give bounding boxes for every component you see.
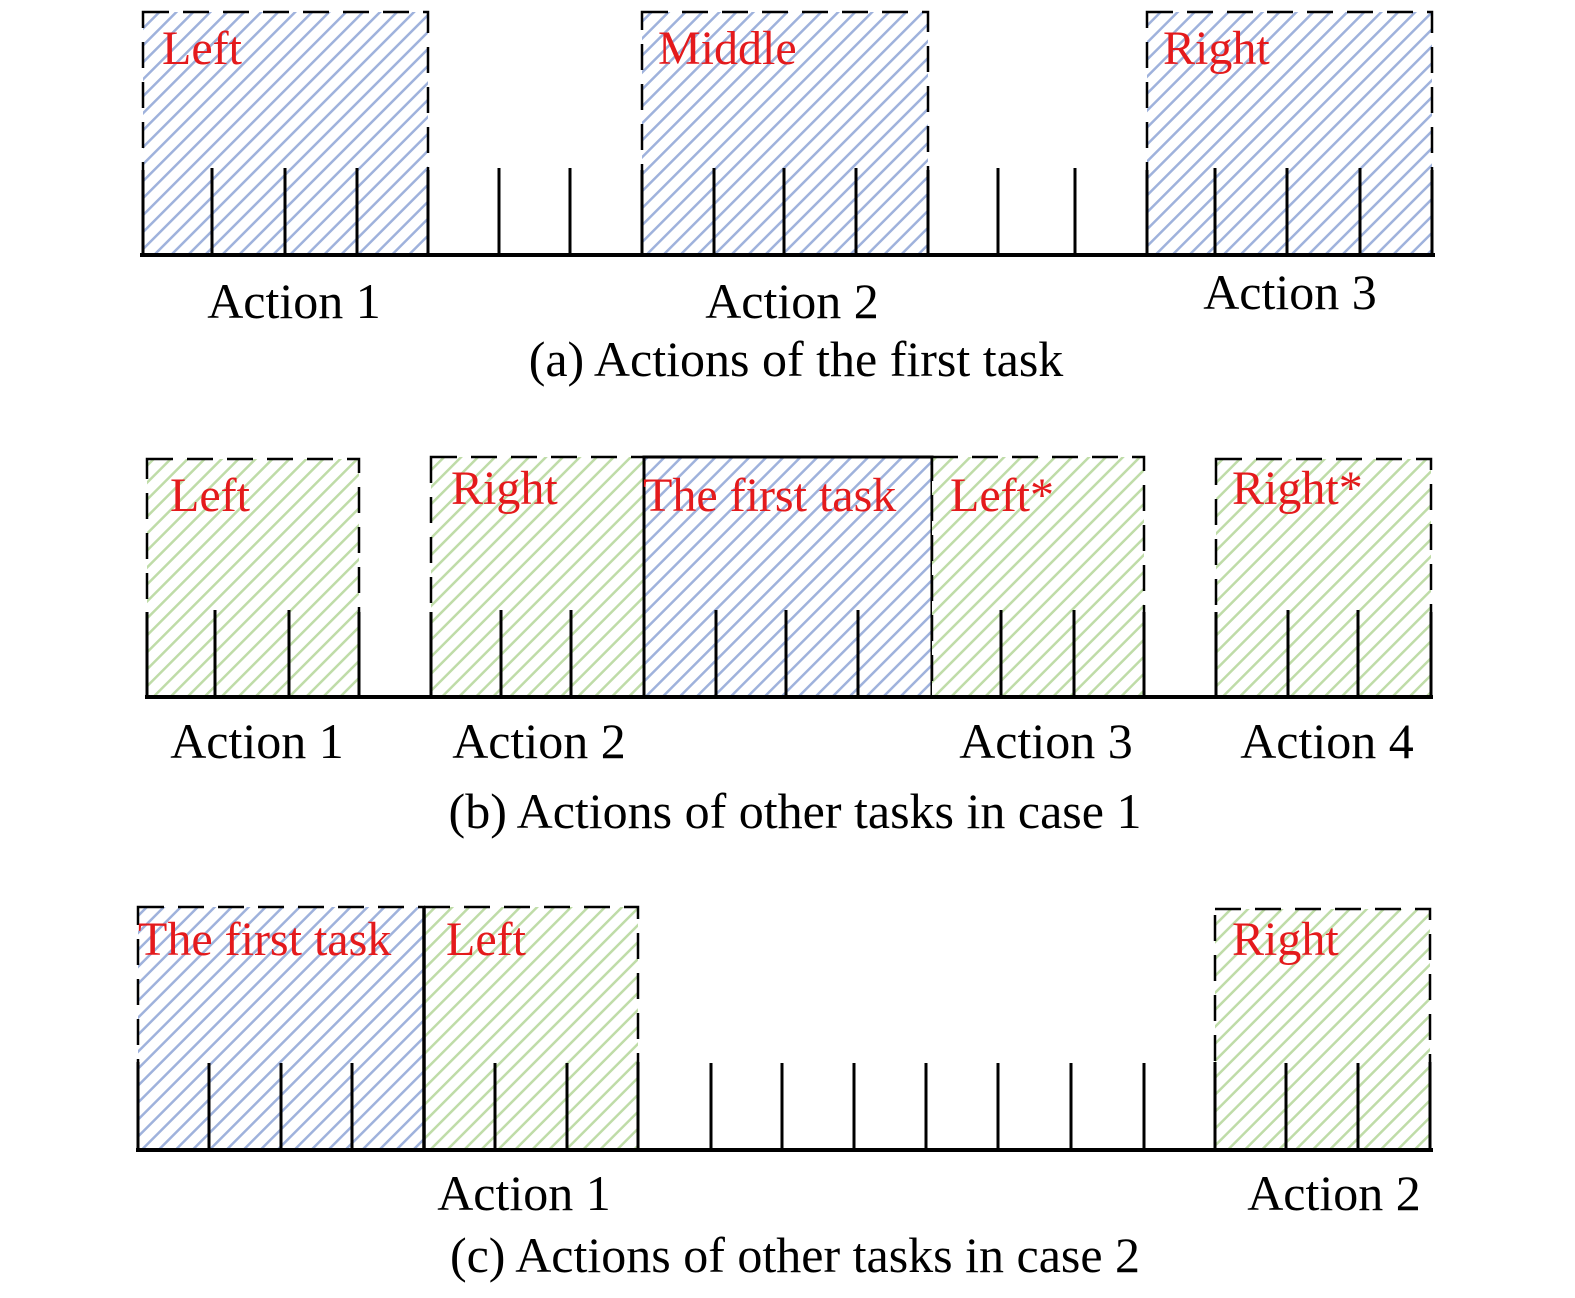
region-a-right-label: Right (1163, 22, 1270, 75)
action-b-1: Action 1 (170, 713, 344, 769)
action-c-1: Action 1 (437, 1165, 611, 1221)
region-c-first-task-label: The first task (138, 913, 391, 966)
caption-b: (b) Actions of other tasks in case 1 (449, 783, 1142, 839)
region-b-left-star (930, 455, 1146, 699)
region-b-right-label: Right (451, 462, 558, 515)
region-b-right-star (1214, 457, 1433, 699)
action-b-2: Action 2 (452, 713, 626, 769)
caption-a: (a) Actions of the first task (529, 331, 1064, 387)
region-a-right (1145, 10, 1434, 257)
action-a-1: Action 1 (207, 273, 381, 329)
region-b-right (429, 455, 646, 699)
caption-c: (c) Actions of other tasks in case 2 (450, 1227, 1140, 1283)
ticks-a (210, 168, 1362, 255)
panel-c: The first task Left Right Action 1 Actio… (136, 905, 1433, 1283)
ticks-b (213, 610, 1360, 697)
action-b-4: Action 4 (1240, 713, 1414, 769)
region-c-right (1213, 907, 1432, 1152)
region-b-first-task-label: The first task (643, 469, 896, 522)
action-b-3: Action 3 (959, 713, 1133, 769)
region-c-left-label: Left (446, 913, 527, 966)
region-b-left (145, 457, 361, 699)
action-c-2: Action 2 (1247, 1165, 1421, 1221)
region-a-left-label: Left (162, 22, 243, 75)
region-b-first-task (642, 455, 934, 699)
region-c-left (422, 905, 640, 1152)
region-a-middle-label: Middle (658, 22, 797, 75)
region-b-left-star-label: Left* (950, 469, 1054, 522)
panel-b: Left Right The first task Left* Right* A… (145, 455, 1433, 839)
panel-a: Left Middle Right Action 1 Action 2 Acti… (140, 10, 1435, 387)
action-a-3: Action 3 (1203, 264, 1377, 320)
region-c-right-label: Right (1232, 913, 1339, 966)
action-a-2: Action 2 (705, 273, 879, 329)
region-b-left-label: Left (170, 469, 251, 522)
region-b-right-star-label: Right* (1232, 462, 1363, 515)
ticks-c (207, 1063, 1360, 1150)
